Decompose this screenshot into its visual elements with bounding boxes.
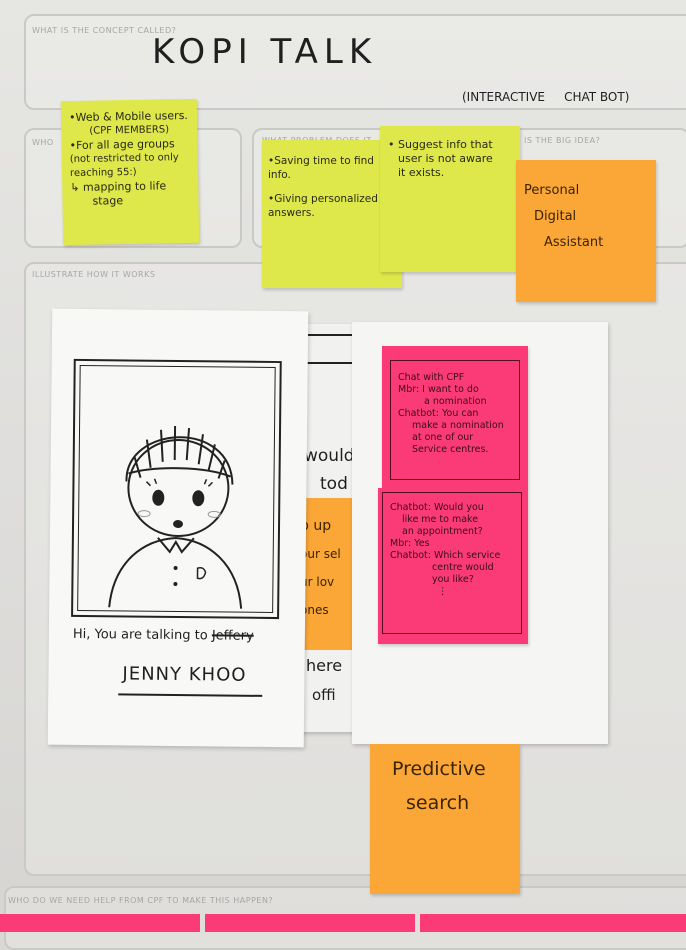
struck-name: Jeffery bbox=[211, 628, 254, 644]
chat-line: Chatbot: You can bbox=[398, 408, 479, 419]
portrait-frame bbox=[71, 358, 282, 620]
who-sticky-note: •Web & Mobile users. (CPF MEMBERS) •For … bbox=[60, 98, 200, 246]
help-label: WHO DO WE NEED HELP FROM CPF TO MAKE THI… bbox=[8, 896, 274, 905]
note-line bbox=[268, 182, 396, 192]
chat-line: a nomination bbox=[424, 396, 487, 407]
concept-frame bbox=[24, 14, 686, 110]
chat-line: Chat with CPF bbox=[398, 372, 465, 383]
note-line: search bbox=[406, 792, 470, 814]
chat-sticky-2: Chatbot: Would you like me to make an ap… bbox=[378, 488, 528, 644]
note-line: stage bbox=[92, 194, 124, 208]
concept-subtitle: (INTERACTIVE CHAT BOT) bbox=[462, 90, 630, 104]
fragment-text: ur lov bbox=[300, 575, 335, 589]
fragment-text: offi bbox=[312, 686, 336, 704]
name-underline bbox=[118, 693, 263, 697]
note-line: •Giving personalized bbox=[268, 193, 378, 205]
illustrate-label: ILLUSTRATE HOW IT WORKS bbox=[32, 270, 156, 279]
big-idea-sticky-note: Personal Digital Assistant bbox=[516, 160, 656, 302]
concept-title: KOPI TALK bbox=[152, 32, 378, 72]
note-line: Digital bbox=[534, 209, 577, 224]
chat-line: like me to make bbox=[402, 514, 479, 525]
note-line: Predictive bbox=[392, 758, 486, 780]
note-line: Assistant bbox=[544, 235, 604, 250]
note-line: user is not aware bbox=[398, 152, 493, 165]
note-line: it exists. bbox=[398, 166, 445, 179]
pink-strip bbox=[205, 914, 415, 932]
fragment-text: would bbox=[304, 446, 355, 466]
drawing-paper-sheet: Hi, You are talking to Jeffery JENNY KHO… bbox=[47, 308, 309, 748]
note-line: •Saving time to find bbox=[268, 155, 374, 167]
chat-line: Mbr: I want to do bbox=[398, 384, 479, 395]
note-line: info. bbox=[268, 169, 291, 181]
chat-line: Chatbot: Would you bbox=[390, 502, 484, 513]
fragment-text: p up bbox=[300, 518, 332, 534]
pink-strip bbox=[0, 914, 200, 932]
fragment-text: here bbox=[306, 656, 343, 675]
note-line: • Suggest info that bbox=[388, 138, 493, 151]
concept-label: WHAT IS THE CONCEPT CALLED? bbox=[32, 26, 177, 35]
who-label: WHO bbox=[32, 138, 54, 147]
note-line: answers. bbox=[268, 207, 315, 219]
fragment-text: ones bbox=[300, 603, 329, 617]
chat-line: Service centres. bbox=[412, 444, 489, 455]
chat-line: make a nomination bbox=[412, 420, 504, 431]
predictive-search-sticky: Predictive search bbox=[370, 744, 520, 894]
chat-line: Mbr: Yes bbox=[390, 538, 430, 549]
cartoon-portrait-icon bbox=[108, 425, 243, 609]
chat-line: an appointment? bbox=[402, 526, 483, 537]
chat-line: centre would bbox=[432, 562, 494, 573]
fragment-text: our sel bbox=[300, 547, 341, 561]
note-line: (not restricted to only bbox=[69, 152, 179, 166]
fragment-text: tod bbox=[320, 474, 348, 494]
chat-sticky-1: Chat with CPF Mbr: I want to do a nomina… bbox=[382, 346, 528, 488]
chat-line: you like? bbox=[432, 574, 474, 585]
drawing-caption: Hi, You are talking to bbox=[72, 626, 208, 644]
suggest-sticky-note: • Suggest info that user is not aware it… bbox=[380, 126, 520, 272]
middle-orange-sticky: p up our sel ur lov ones bbox=[298, 498, 354, 650]
pink-strip bbox=[420, 914, 686, 932]
note-line: Personal bbox=[524, 183, 580, 198]
chat-line: Chatbot: Which service bbox=[390, 550, 501, 561]
chat-line: ⋮ bbox=[438, 586, 448, 597]
problem-sticky-note: •Saving time to find info. •Giving perso… bbox=[262, 140, 402, 288]
chat-line: at one of our bbox=[412, 432, 474, 443]
agent-name: JENNY KHOO bbox=[122, 663, 247, 686]
big-idea-label: IS THE BIG IDEA? bbox=[524, 136, 601, 145]
note-line: •Web & Mobile users. bbox=[68, 108, 188, 125]
